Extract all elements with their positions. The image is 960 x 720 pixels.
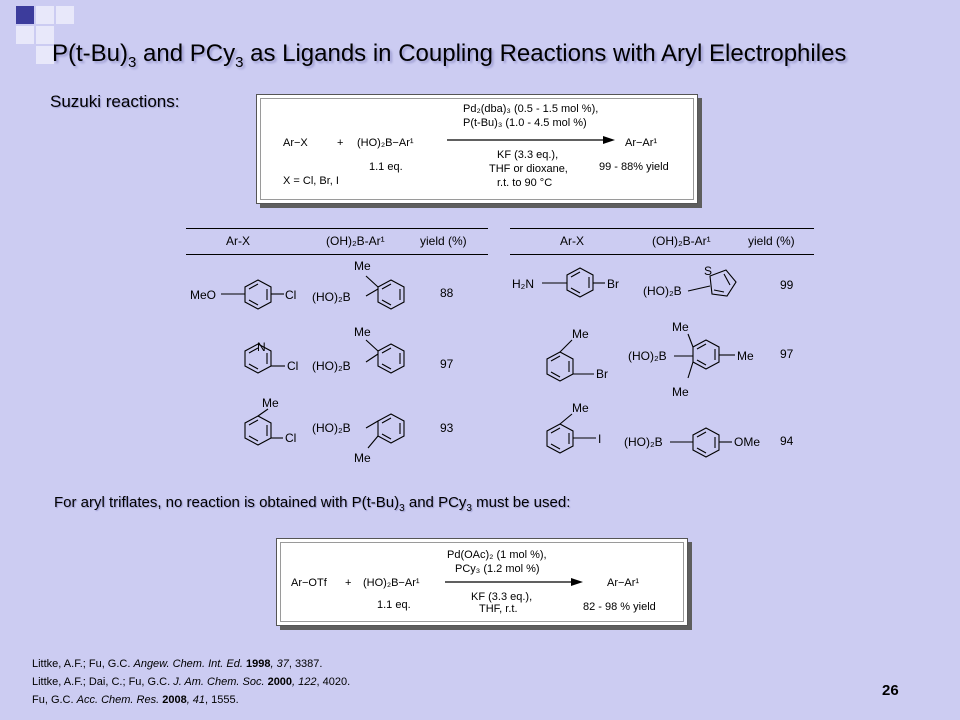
plus-sign: + (345, 577, 352, 589)
reaction-arrow (447, 136, 615, 144)
benzene-ring (546, 423, 574, 454)
atom-label: Cl (285, 431, 296, 445)
table-right-top-rule (510, 228, 814, 229)
atom-label: (HO)₂B (312, 359, 351, 373)
product: Ar−Ar¹ (625, 137, 658, 149)
atom-label: N (257, 340, 266, 354)
thiophene-ring (709, 269, 737, 297)
atom-label: Me (354, 451, 371, 465)
condition-ligand: P(t-Bu)₃ (1.0 - 4.5 mol %) (463, 117, 587, 129)
table-right-header-yield: yield (%) (748, 234, 795, 248)
benzene-ring (692, 427, 720, 458)
yield-value: 97 (780, 347, 794, 361)
plus-sign: + (337, 137, 344, 149)
yield-value: 94 (780, 434, 794, 448)
table-left-top-rule (186, 228, 488, 229)
deco-square-light (36, 26, 54, 44)
reaction-arrow (445, 578, 583, 586)
condition-base: KF (3.3 eq.), (497, 149, 559, 161)
atom-label: (HO)₂B (312, 290, 351, 304)
atom-label: S (704, 264, 712, 278)
atom-label: Me (672, 385, 689, 399)
table-left-header-rule (186, 254, 488, 255)
yield-value: 99 (780, 278, 794, 292)
condition-ligand: PCy₃ (1.2 mol %) (455, 563, 540, 575)
reactant-arotf: Ar−OTf (291, 577, 327, 589)
equivalents: 1.1 eq. (377, 599, 411, 611)
reactant-boronic: (HO)₂B−Ar¹ (357, 137, 414, 149)
deco-square-light (36, 46, 54, 64)
reactant-arx: Ar−X (283, 137, 308, 149)
table-right-header-boronic: (OH)₂B-Ar¹ (652, 234, 711, 248)
yield-value: 93 (440, 421, 454, 435)
atom-label: Me (354, 325, 371, 339)
benzene-ring (244, 279, 272, 310)
reactant-boronic: (HO)₂B−Ar¹ (363, 577, 420, 589)
table-left-header-boronic: (OH)₂B-Ar¹ (326, 234, 385, 248)
table-left-header-yield: yield (%) (420, 234, 467, 248)
atom-label: MeO (190, 288, 216, 302)
atom-label: (HO)₂B (624, 435, 663, 449)
reference: Littke, A.F.; Dai, C.; Fu, G.C. J. Am. C… (32, 676, 351, 688)
condition-solvent: THF, r.t. (479, 603, 518, 615)
condition-base: KF (3.3 eq.), (471, 591, 533, 603)
atom-label: (HO)₂B (643, 284, 682, 298)
deco-square-dark (16, 6, 34, 24)
yield-value: 97 (440, 357, 454, 371)
condition-solvent: THF or dioxane, (489, 163, 568, 175)
table-left-header-arx: Ar-X (226, 234, 250, 248)
benzene-ring (566, 267, 594, 298)
atom-label: Br (607, 277, 619, 291)
atom-label: Cl (287, 359, 298, 373)
condition-catalyst: Pd(OAc)₂ (1 mol %), (447, 549, 547, 561)
reference: Littke, A.F.; Fu, G.C. Angew. Chem. Int.… (32, 658, 323, 670)
atom-label: Me (262, 396, 279, 410)
table-right-header-arx: Ar-X (560, 234, 584, 248)
table-right-header-rule (510, 254, 814, 255)
atom-label: (HO)₂B (312, 421, 351, 435)
yield-range: 99 - 88% yield (599, 161, 669, 173)
benzene-ring (546, 351, 574, 382)
deco-square-light (56, 6, 74, 24)
condition-temperature: r.t. to 90 °C (497, 177, 553, 189)
triflate-note: For aryl triflates, no reaction is obtai… (54, 494, 571, 514)
atom-label: H₂N (512, 277, 534, 291)
atom-label: Me (354, 259, 371, 273)
atom-label: OMe (734, 435, 760, 449)
atom-label: Cl (285, 288, 296, 302)
suzuki-label: Suzuki reactions: (50, 92, 180, 111)
equivalents: 1.1 eq. (369, 161, 403, 173)
atom-label: Me (737, 349, 754, 363)
condition-catalyst: Pd₂(dba)₃ (0.5 - 1.5 mol %), (463, 103, 599, 115)
atom-label: I (598, 432, 601, 446)
product: Ar−Ar¹ (607, 577, 640, 589)
atom-label: Me (672, 320, 689, 334)
deco-square-light (16, 26, 34, 44)
page-number: 26 (882, 682, 899, 699)
slide-title: P(t-Bu)3 and PCy3 as Ligands in Coupling… (52, 40, 847, 71)
reference: Fu, G.C. Acc. Chem. Res. 2008, 41, 1555. (32, 694, 239, 706)
x-definition: X = Cl, Br, I (283, 175, 339, 187)
scheme-box-triflate: Ar−OTf + (HO)₂B−Ar¹ 1.1 eq. Pd(OAc)₂ (1 … (276, 538, 688, 626)
yield-value: 88 (440, 286, 454, 300)
benzene-ring (244, 415, 272, 446)
atom-label: Me (572, 327, 589, 341)
atom-label: (HO)₂B (628, 349, 667, 363)
deco-square-light (36, 6, 54, 24)
pyridine-ring (244, 343, 272, 374)
scheme-box-suzuki: Ar−X + (HO)₂B−Ar¹ 1.1 eq. X = Cl, Br, I … (256, 94, 698, 204)
yield-range: 82 - 98 % yield (583, 601, 656, 613)
atom-label: Me (572, 401, 589, 415)
atom-label: Br (596, 367, 608, 381)
